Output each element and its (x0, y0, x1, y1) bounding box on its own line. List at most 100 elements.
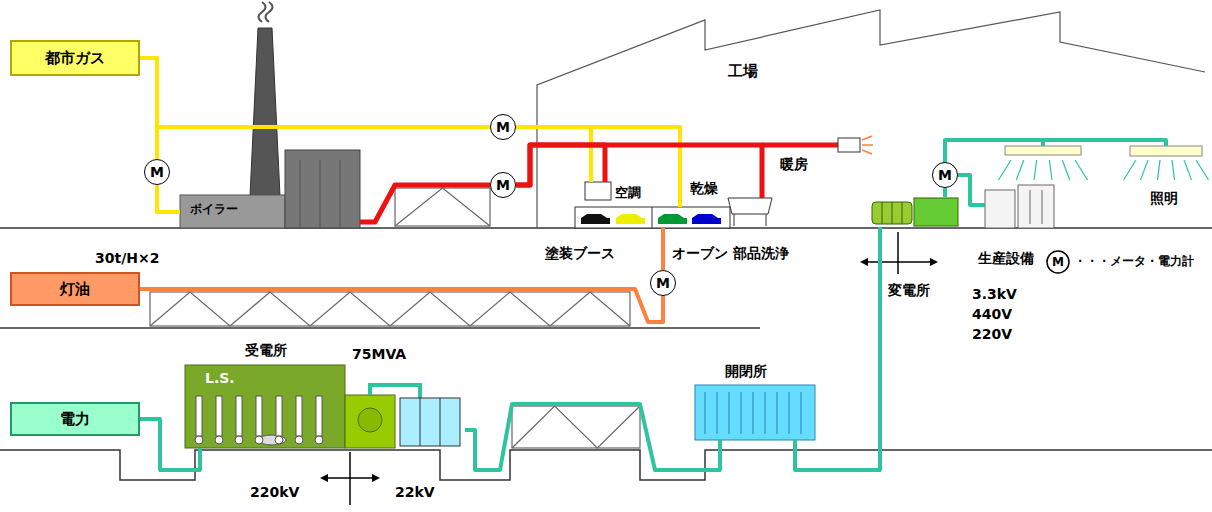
truss-web (150, 292, 630, 326)
pipe-line (140, 58, 157, 159)
equipment-node: 開閉所 (695, 385, 815, 440)
ray (1075, 160, 1088, 180)
equipment-node: 乾燥オーブン (652, 207, 730, 228)
node-label: 電力 (60, 410, 90, 428)
value-label: 440V (972, 306, 1012, 323)
source-box: 都市ガス (10, 40, 140, 76)
switchyard (695, 385, 815, 440)
insulator (296, 396, 302, 436)
wash-tub (728, 198, 772, 226)
bay-line (753, 392, 754, 434)
meter-letter: M (150, 164, 164, 181)
node-label: 工場 (728, 62, 758, 80)
node-label: 受電所 (245, 342, 287, 359)
legend-text: ・・・メータ・電力計 (1074, 254, 1194, 268)
insulator (276, 396, 282, 436)
insulators (195, 396, 323, 444)
ray (1124, 160, 1137, 180)
insulator-base (255, 436, 263, 444)
ray (1049, 160, 1052, 180)
insulator (316, 396, 322, 436)
pipe-line (661, 228, 665, 270)
ray (1062, 160, 1070, 180)
production-machine (985, 185, 1054, 228)
value-label: 220V (972, 326, 1012, 343)
bay-line (801, 392, 802, 434)
node-label: 都市ガス (45, 49, 105, 67)
bay-line (741, 392, 742, 434)
node-label: 塗装ブース (545, 245, 615, 262)
bay-line (717, 392, 718, 434)
source-box: 灯油 (10, 272, 140, 306)
ray (1158, 160, 1161, 180)
bay-line (729, 392, 730, 434)
ray (999, 160, 1012, 180)
voltage-divider-arrow (320, 232, 938, 505)
insulator-base (295, 436, 303, 444)
truss-frame (512, 406, 640, 448)
substation-transformer (872, 198, 958, 226)
equipment-node: 受電所L.S. (185, 340, 465, 448)
meter-circle: M (144, 159, 170, 185)
meter-circle: M (650, 270, 676, 296)
truss-web (395, 188, 490, 226)
meter-circle: M (932, 162, 958, 188)
equipment-node: 工場空調塗装ブース乾燥オーブン暖房部品洗浄変電所M生産設備照明 (537, 8, 1207, 228)
boiler-building (180, 150, 360, 228)
insulator (256, 396, 262, 436)
bay-line (765, 392, 766, 434)
meter-letter: M (656, 275, 670, 292)
equipment-node: 空調 (585, 182, 611, 200)
value-label: 22kV (395, 484, 435, 501)
insulator (216, 396, 222, 436)
value-label: 3.3kV (972, 286, 1017, 303)
bay-line (777, 392, 778, 434)
paint-booth (575, 207, 730, 228)
pipe-line (140, 289, 663, 322)
insulator-base (315, 436, 323, 444)
pipe-bridges (150, 188, 640, 448)
node-label: 空調 (615, 185, 641, 201)
equipment-node: 塗装ブース (575, 207, 652, 228)
receiving-station (185, 365, 460, 448)
ray (1034, 160, 1037, 180)
node-label: オーブン (672, 245, 728, 262)
pipe-line (140, 419, 200, 470)
legend-symbol-letter: M (1052, 255, 1064, 269)
ray (1016, 160, 1024, 180)
chimney (250, 2, 280, 196)
factory-outline (537, 10, 1205, 228)
insulator-base (195, 436, 203, 444)
node-label: 乾燥 (690, 180, 718, 197)
truss-web (512, 406, 640, 448)
source-box: 電力 (10, 402, 140, 436)
heater (762, 136, 873, 154)
air-conditioner (585, 182, 611, 200)
pipe-line (943, 188, 947, 197)
equipment-node: 照明 (1130, 146, 1202, 156)
light-rays (999, 160, 1209, 180)
value-label: 220kV (250, 484, 299, 501)
node-label: 暖房 (780, 156, 808, 173)
insulator (196, 396, 202, 436)
pipe-line (360, 185, 490, 222)
node-label: 灯油 (60, 280, 90, 298)
meter-circle: M (490, 172, 516, 198)
pipe-line (958, 175, 985, 205)
ray (1172, 160, 1175, 180)
meter-letter: M (496, 119, 510, 136)
equipment-node: 変電所 (872, 197, 960, 227)
node-label: 照明 (1150, 190, 1178, 207)
equipment-node: 生産設備 (985, 185, 1055, 228)
ray (1184, 160, 1192, 180)
meter-letter: M (496, 177, 510, 194)
node-label: 生産設備 (978, 250, 1034, 267)
pipe-line (795, 227, 880, 470)
bay-line (789, 392, 790, 434)
equipment-node: ボイラー (180, 150, 360, 228)
insulator-base (275, 436, 283, 444)
node-label: 開閉所 (725, 363, 767, 380)
truss-frame (150, 292, 630, 326)
pipe-line (465, 404, 720, 470)
